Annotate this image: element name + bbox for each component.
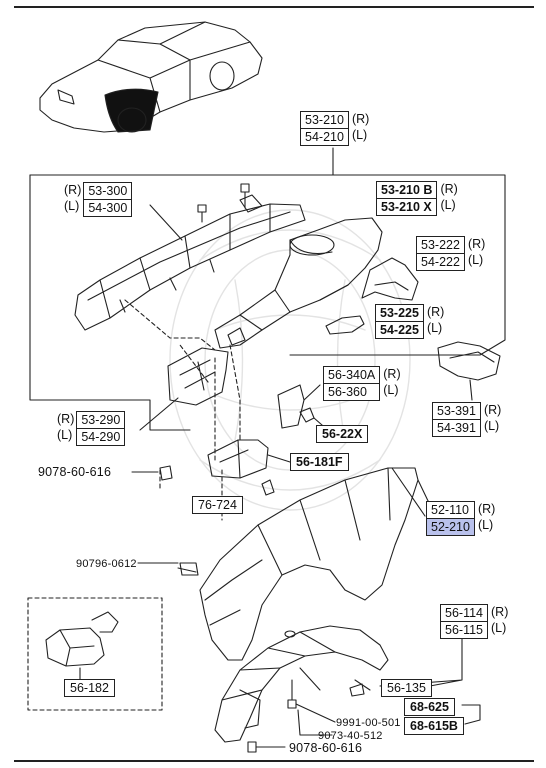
bracket-53-222 (361, 257, 419, 301)
car-thumbnail-icon (39, 21, 263, 133)
inner-fender-liner (214, 625, 389, 743)
front-frame-rail (74, 194, 306, 331)
inset-box (27, 597, 163, 711)
group-bracket-left (29, 174, 191, 431)
bracket-56-181f (207, 439, 269, 479)
label-9991-00-501: 9991-00-501 (336, 717, 401, 729)
bracket-56-340a (277, 384, 305, 429)
label-76-724: 76-724 (192, 496, 243, 514)
label-9078-60-616-top: 9078-60-616 (38, 465, 112, 479)
wheel-apron-panel (214, 217, 383, 349)
label-68-615b: 68-615B (404, 717, 464, 735)
bracket-53-391 (437, 341, 501, 381)
label-68-625: 68-625 (404, 698, 455, 716)
label-56-181f: 56-181F (290, 453, 349, 471)
label-56-135: 56-135 (381, 679, 432, 697)
label-56-22x: 56-22X (316, 425, 369, 443)
label-90796-0612: 90796-0612 (76, 558, 137, 570)
diagram-frame (14, 6, 534, 762)
inset-bracket-56-182 (45, 611, 119, 667)
label-9073-40-512: 9073-40-512 (318, 730, 383, 742)
label-56-182: 56-182 (64, 679, 115, 697)
front-fender (199, 467, 431, 661)
bracket-53-225 (325, 315, 365, 335)
label-9078-60-616-bottom: 9078-60-616 (289, 741, 363, 755)
